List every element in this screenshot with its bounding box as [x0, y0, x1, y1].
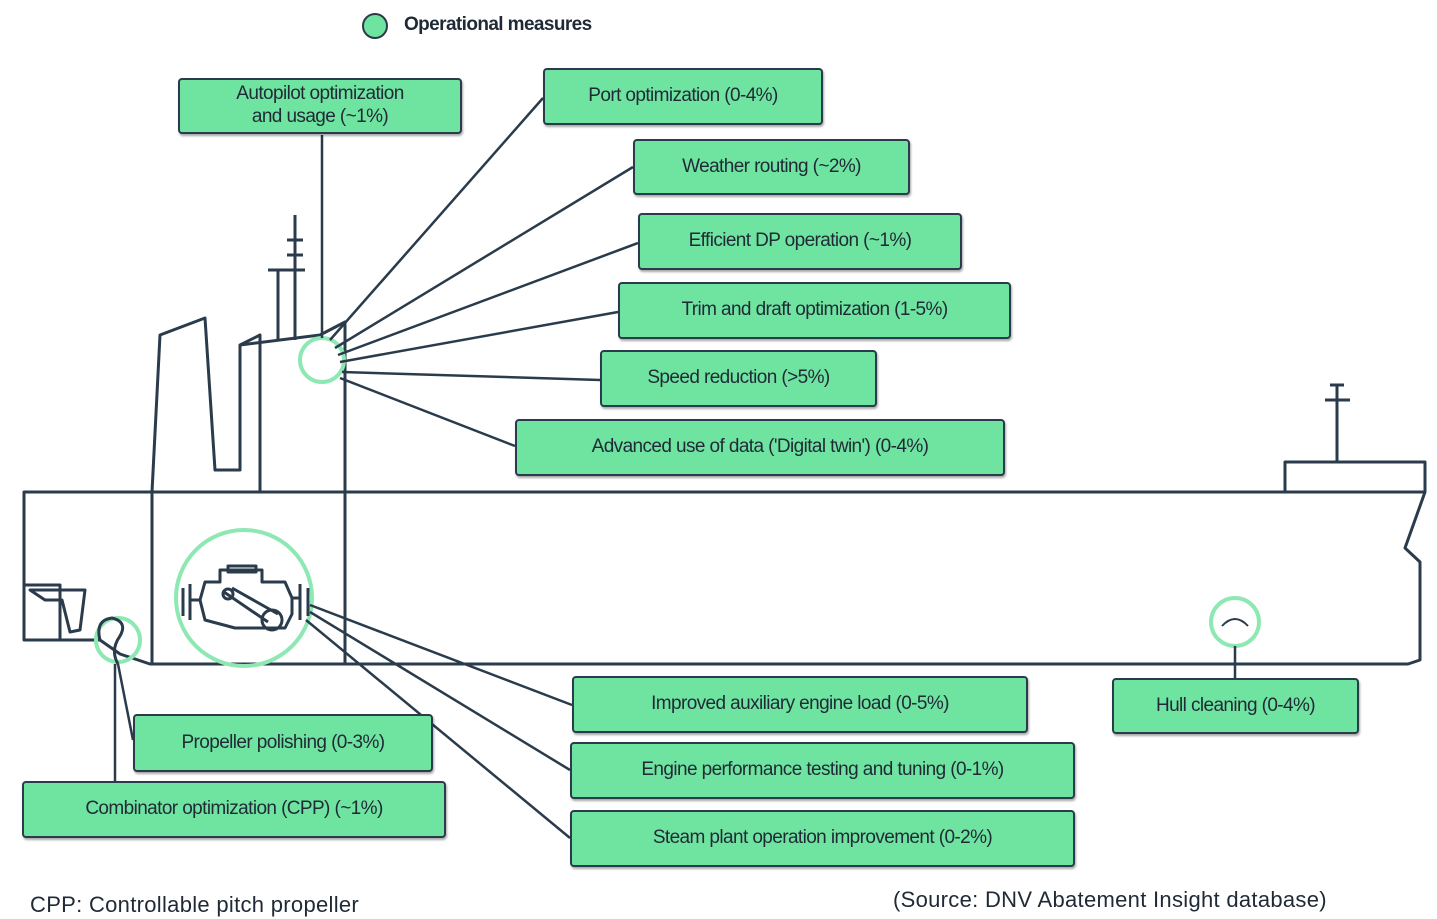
measure-data: Advanced use of data ('Digital twin') (0…: [515, 419, 1005, 476]
aft-deck: [24, 583, 62, 640]
measure-autopilot: Autopilot optimization and usage (~1%): [178, 78, 462, 134]
measure-propeller: Propeller polishing (0-3%): [133, 714, 433, 772]
propeller-icon: [97, 616, 125, 665]
measure-aux: Improved auxiliary engine load (0-5%): [572, 676, 1028, 733]
hull-cleaning-icon: [1221, 618, 1249, 627]
measure-speed: Speed reduction (>5%): [600, 350, 877, 407]
measure-combinator: Combinator optimization (CPP) (~1%): [22, 781, 446, 838]
measure-engine: Engine performance testing and tuning (0…: [570, 742, 1075, 799]
connector-lines: [113, 97, 1237, 839]
source-note: (Source: DNV Abatement Insight database): [893, 887, 1327, 912]
hull-highlight: [1209, 596, 1261, 648]
measure-dp: Efficient DP operation (~1%): [638, 213, 962, 270]
bridge-highlight: [298, 336, 346, 384]
footnote: CPP: Controllable pitch propeller: [30, 892, 360, 917]
measure-port: Port optimization (0-4%): [543, 68, 823, 125]
legend-label: Operational measures: [404, 14, 592, 35]
forecastle: [1283, 460, 1427, 492]
engine-highlight: [174, 528, 314, 668]
funnel: [150, 316, 262, 493]
engine-icon: [181, 564, 310, 632]
superstructure: [150, 320, 347, 664]
mast: [268, 215, 305, 340]
legend-swatch: [362, 13, 388, 39]
rudder: [28, 588, 87, 634]
measure-trim: Trim and draft optimization (1-5%): [618, 282, 1011, 339]
fore-mast: [1325, 383, 1350, 462]
measure-weather: Weather routing (~2%): [633, 139, 910, 195]
measure-hull: Hull cleaning (0-4%): [1112, 678, 1359, 734]
measure-steam: Steam plant operation improvement (0-2%): [570, 810, 1075, 867]
ship-hull: [22, 490, 1427, 666]
